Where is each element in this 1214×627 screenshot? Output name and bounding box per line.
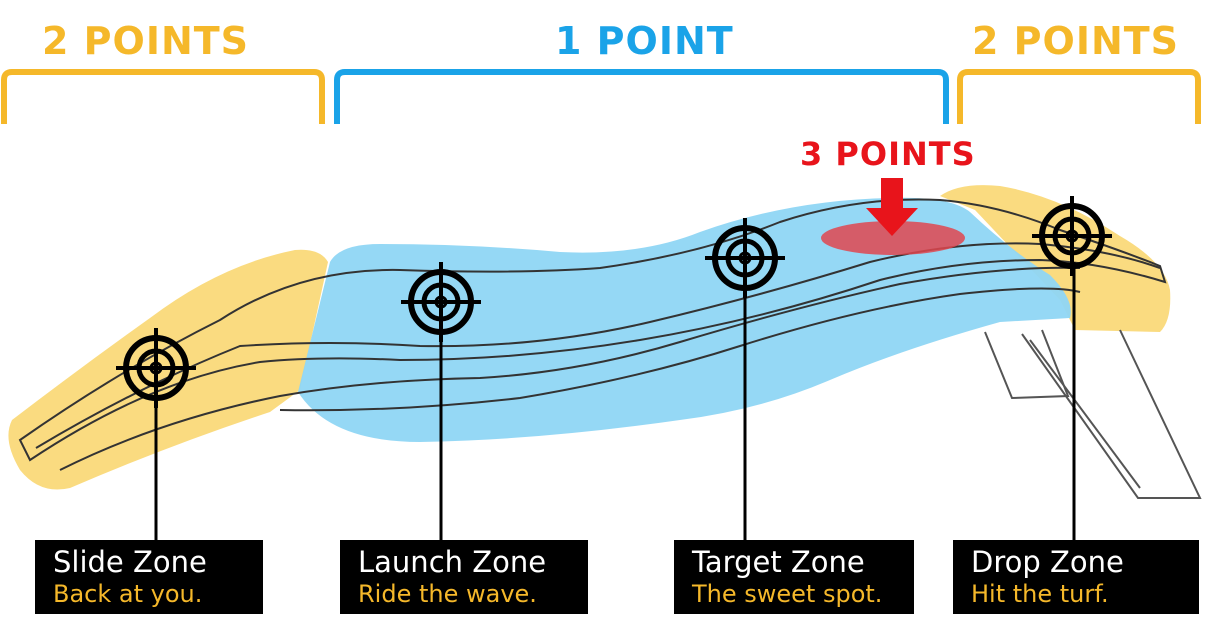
zone-subtitle: Ride the wave.	[358, 580, 537, 608]
zone-title: Target Zone	[692, 545, 865, 579]
heading-three-points: 3 POINTS	[800, 135, 976, 173]
sweet-spot	[821, 221, 965, 255]
crosshair-icon	[116, 328, 196, 408]
drop-zone-label: Drop Zone Hit the turf.	[953, 540, 1199, 614]
bracket-middle	[334, 69, 949, 124]
zone-title: Slide Zone	[53, 545, 207, 579]
bracket-right	[957, 69, 1201, 124]
heading-one-point: 1 POINT	[555, 19, 734, 63]
crosshair-icon	[1032, 196, 1112, 276]
heading-two-points-right: 2 POINTS	[972, 19, 1180, 63]
zone-subtitle: Back at you.	[53, 580, 203, 608]
heading-two-points-left: 2 POINTS	[42, 19, 250, 63]
target-zone-label: Target Zone The sweet spot.	[674, 540, 914, 614]
board-legs	[984, 329, 1202, 499]
zone-title: Launch Zone	[358, 545, 547, 579]
slide-zone-label: Slide Zone Back at you.	[35, 540, 263, 614]
bracket-left	[1, 69, 325, 124]
zone-subtitle: The sweet spot.	[692, 580, 883, 608]
zone-title: Drop Zone	[971, 545, 1124, 579]
board-outline	[18, 198, 1167, 471]
crosshair-icon	[401, 262, 481, 342]
crosshair-icon	[705, 218, 785, 298]
launch-zone-label: Launch Zone Ride the wave.	[340, 540, 588, 614]
zone-subtitle: Hit the turf.	[971, 580, 1109, 608]
arrow-down-icon	[866, 178, 918, 236]
launch-target-zone-shape	[298, 197, 1071, 442]
